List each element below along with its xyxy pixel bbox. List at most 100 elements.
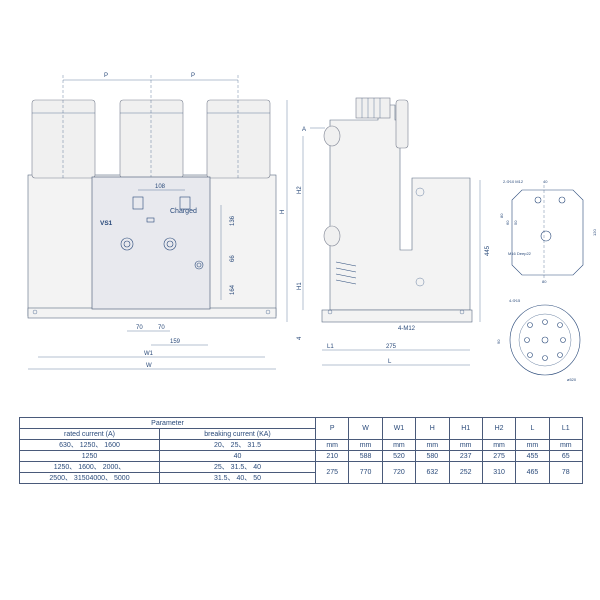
terminal-plate-view: 2-Φ10 M12 40 80 60 120 50 M16 Deep22 80: [499, 179, 597, 284]
dim-66: 66: [230, 255, 236, 262]
spring: [335, 261, 357, 285]
round-terminal-view: 4-Φ15 90 ø520: [496, 298, 581, 382]
unit-cell: mm: [548, 439, 584, 451]
dim-w: W: [146, 363, 152, 369]
rated-cell: 1250、 1600、 2000、: [19, 461, 160, 473]
value-cell: 210: [314, 450, 350, 462]
value-cell: 275: [314, 461, 350, 484]
dim-dia: ø520: [567, 377, 577, 382]
front-view: VS1 Charged P P 108 70 70 159 W1 W 136 6…: [27, 73, 277, 370]
dim-90: 90: [496, 339, 501, 344]
dim-40: 40: [543, 179, 548, 184]
front-panel: [91, 176, 211, 310]
unit-cell: mm: [415, 439, 450, 451]
dim-80: 80: [499, 213, 504, 218]
upper-contact: [323, 125, 341, 147]
value-cell: 252: [448, 461, 483, 484]
dim-h: H: [280, 210, 286, 214]
nameplate-mark: [146, 217, 155, 223]
breaker-base: [27, 307, 277, 319]
dim-164: 164: [230, 284, 236, 295]
value-cell: 78: [548, 461, 584, 484]
unit-cell: mm: [515, 439, 550, 451]
value-cell: 580: [415, 450, 450, 462]
dim-50: 50: [513, 220, 518, 225]
value-cell: 65: [548, 450, 584, 462]
value-cell: 588: [348, 450, 383, 462]
upper-terminal-arm: [355, 97, 391, 119]
value-cell: 520: [381, 450, 417, 462]
dim-a: A: [302, 127, 306, 133]
col-l: L: [515, 417, 550, 440]
unit-cell: mm: [448, 439, 483, 451]
rated-cell: 2500、 31504000、 5000: [19, 472, 160, 484]
breaking-cell: 40: [159, 450, 316, 462]
terminal-plate: [511, 189, 584, 276]
dim-h1: H1: [297, 282, 303, 290]
dim-p-right: P: [191, 73, 195, 79]
breaking-cell: 20、 25、 31.5: [159, 439, 316, 451]
dim-4: 4: [297, 336, 303, 340]
dim-p-left: P: [104, 73, 108, 79]
col-h1: H1: [448, 417, 483, 440]
indicator-window-left: [132, 196, 144, 210]
value-cell: 310: [481, 461, 517, 484]
rated-cell: 630、 1250、 1600: [19, 439, 160, 451]
col-w: W: [348, 417, 383, 440]
unit-cell: mm: [348, 439, 383, 451]
lower-contact: [323, 225, 341, 247]
col-h2: H2: [481, 417, 517, 440]
dim-w1: W1: [144, 351, 154, 357]
operating-knob-left: [120, 237, 134, 251]
breaking-cell: 31.5、 40、 50: [159, 472, 316, 484]
value-cell: 275: [481, 450, 517, 462]
plate-center-hole: [540, 230, 552, 242]
panel-label: VS1: [100, 220, 113, 227]
dim-108: 108: [155, 184, 166, 190]
plate-hole-left: [534, 196, 542, 204]
indicator-window-right: [179, 196, 191, 210]
value-cell: 455: [515, 450, 550, 462]
dim-60: 60: [505, 220, 510, 225]
col-w1: W1: [381, 417, 417, 440]
pole-middle: [119, 99, 184, 179]
lock-knob: [194, 260, 204, 270]
dim-80b: 80: [542, 279, 547, 284]
dim-275: 275: [386, 344, 397, 350]
dim-445: 445: [485, 245, 491, 256]
unit-cell: mm: [481, 439, 517, 451]
dim-159: 159: [170, 339, 181, 345]
value-cell: 632: [415, 461, 450, 484]
dim-h2: H2: [297, 186, 303, 194]
dim-70-b: 70: [158, 325, 165, 331]
charged-label: Charged: [170, 208, 197, 215]
value-cell: 465: [515, 461, 550, 484]
dim-deep: M16 Deep22: [508, 251, 532, 256]
plate-hole-right: [558, 196, 566, 204]
value-cell: 720: [381, 461, 417, 484]
upper-terminal-tip: [395, 99, 409, 149]
unit-cell: mm: [314, 439, 350, 451]
pole-left: [31, 99, 96, 179]
rated-cell: 1250: [19, 450, 160, 462]
table-title: Parameter: [19, 417, 316, 429]
dim-hole: 2-Φ10 M12: [503, 179, 524, 184]
operating-knob-right: [163, 237, 177, 251]
dim-120: 120: [592, 229, 597, 236]
side-base: [321, 309, 473, 323]
dim-l: L: [388, 359, 392, 365]
value-cell: 237: [448, 450, 483, 462]
col-p: P: [314, 417, 350, 440]
sub-rated-current: rated current (A): [19, 428, 160, 440]
unit-cell: mm: [381, 439, 417, 451]
col-l1: L1: [548, 417, 584, 440]
parameter-table: Parameter P W W1 H H1 H2 L L1 rated curr…: [19, 417, 584, 484]
dim-bolt: 4-M12: [398, 326, 416, 332]
dim-l1: L1: [327, 344, 334, 350]
round-terminal: [509, 304, 581, 376]
sub-breaking-current: breaking current (KA): [159, 428, 316, 440]
col-h: H: [415, 417, 450, 440]
breaking-cell: 25、 31.5、 40: [159, 461, 316, 473]
side-view: H H2 H1 4 A 445 L1 275 L 4-M12: [280, 97, 491, 366]
